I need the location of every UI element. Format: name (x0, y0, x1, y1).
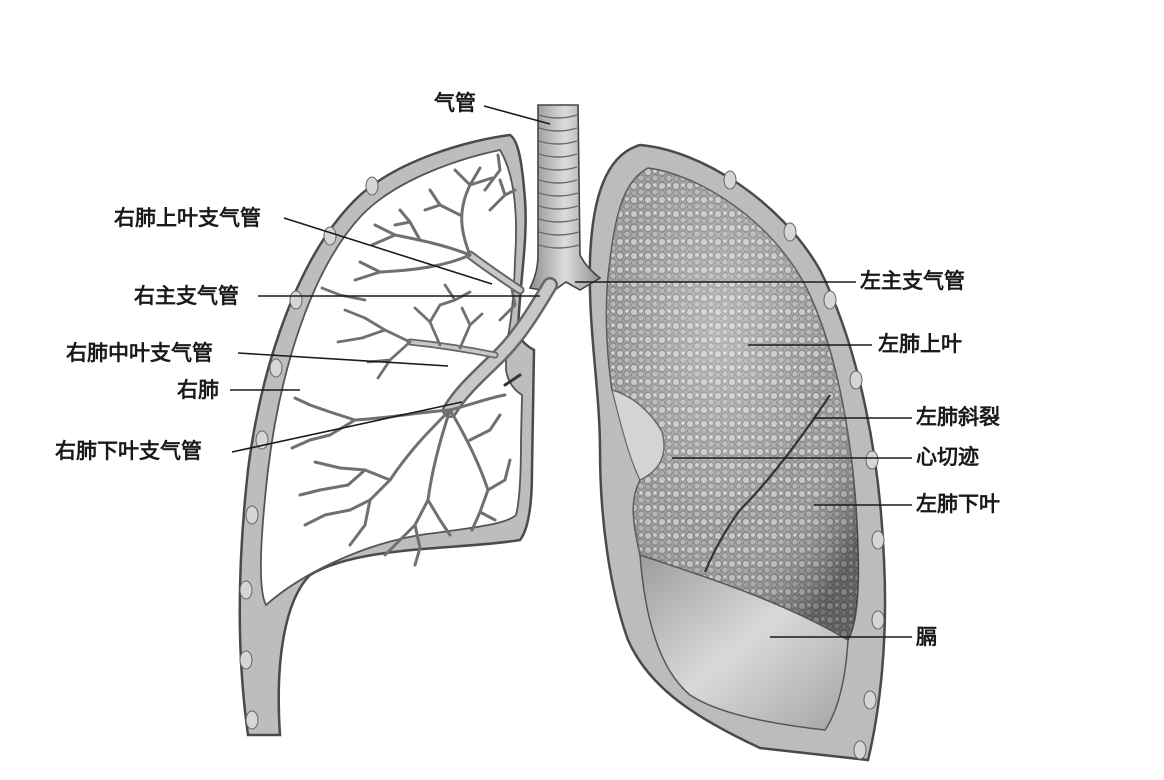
label-cardiac-notch: 心切迹 (916, 444, 979, 469)
leader-right-lower-lobe-bronchus (231, 401, 463, 453)
cardiac-notch-shape (611, 389, 665, 481)
label-left-main-bronchus: 左主支气管 (860, 268, 965, 293)
left-lung (588, 143, 887, 762)
right-bronchial-tree (290, 153, 558, 567)
label-right-main-bronchus: 右主支气管 (134, 283, 239, 308)
leader-right-upper-lobe-bronchus (283, 217, 493, 285)
label-diaphragm: 膈 (916, 624, 937, 649)
label-right-upper-lobe-bronchus: 右肺上叶支气管 (114, 205, 261, 230)
diaphragm-shape (639, 553, 849, 731)
label-left-oblique-fissure: 左肺斜裂 (916, 404, 1000, 429)
oblique-fissure-line (703, 394, 831, 573)
label-right-lower-lobe-bronchus: 右肺下叶支气管 (55, 438, 202, 463)
left-pleura-nodules (723, 170, 885, 760)
label-trachea: 气管 (434, 90, 476, 115)
label-right-middle-lobe-bronchus: 右肺中叶支气管 (66, 340, 213, 365)
leader-right-middle-lobe-bronchus (237, 352, 449, 367)
right-lung (238, 133, 536, 737)
right-lung-cavity (260, 148, 523, 607)
leader-lines (230, 105, 912, 638)
label-left-lower-lobe: 左肺下叶 (916, 491, 1000, 516)
leader-trachea (483, 105, 551, 125)
trachea (528, 104, 602, 293)
label-right-lung: 右肺 (177, 377, 219, 402)
label-left-upper-lobe: 左肺上叶 (878, 331, 962, 356)
